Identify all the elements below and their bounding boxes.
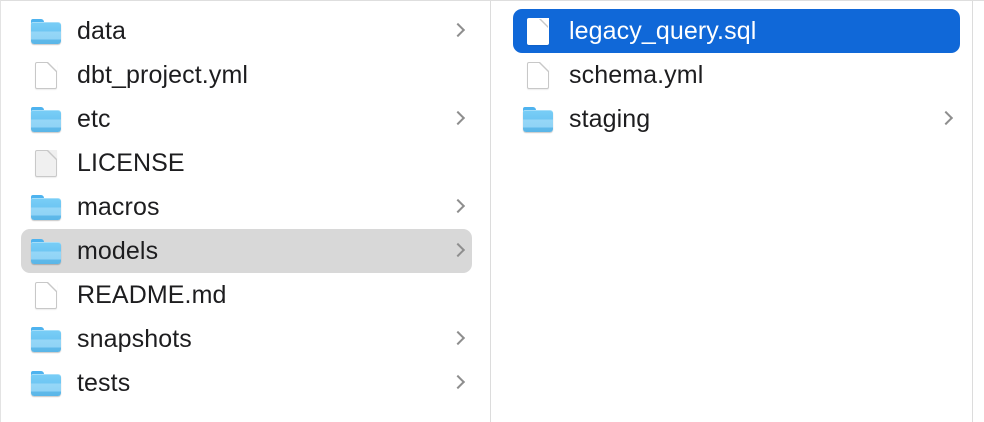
item-label: LICENSE [77, 149, 185, 177]
folder-tab [31, 194, 44, 200]
folder-row[interactable]: snapshots [21, 317, 472, 361]
file-row[interactable]: LICENSE [21, 141, 472, 185]
file-row[interactable]: legacy_query.sql [513, 9, 960, 53]
folder-body [31, 373, 61, 396]
folder-body [31, 197, 61, 220]
folder-icon [31, 194, 61, 221]
folder-tab [31, 106, 44, 112]
finder-column-child: legacy_query.sql schema.yml staging [492, 1, 973, 422]
document-icon [523, 61, 553, 89]
chevron-placeholder [452, 65, 464, 85]
chevron-right-icon[interactable] [452, 21, 464, 41]
folder-body [31, 329, 61, 352]
folder-icon [31, 370, 61, 397]
item-label: dbt_project.yml [77, 61, 249, 89]
document-fold [48, 61, 57, 71]
document-fold [540, 17, 549, 27]
folder-row[interactable]: etc [21, 97, 472, 141]
folder-tab [523, 106, 536, 112]
item-label: models [77, 237, 159, 265]
document-icon [31, 61, 61, 89]
folder-icon [31, 106, 61, 133]
chevron-right-icon[interactable] [452, 241, 464, 261]
item-label: staging [569, 105, 651, 133]
folder-tab [31, 18, 44, 24]
folder-row[interactable]: staging [513, 97, 960, 141]
folder-body [31, 241, 61, 264]
document-icon [523, 17, 553, 45]
folder-body [523, 109, 553, 132]
document-fold [48, 281, 57, 291]
item-label: README.md [77, 281, 227, 309]
item-label: macros [77, 193, 160, 221]
folder-row[interactable]: tests [21, 361, 472, 405]
file-row[interactable]: dbt_project.yml [21, 53, 472, 97]
folder-body [31, 21, 61, 44]
folder-row[interactable]: models [21, 229, 472, 273]
chevron-right-icon[interactable] [452, 197, 464, 217]
chevron-right-icon[interactable] [452, 109, 464, 129]
folder-tab [31, 238, 44, 244]
folder-icon [31, 238, 61, 265]
item-label: etc [77, 105, 111, 133]
folder-icon [31, 326, 61, 353]
document-fold [48, 149, 57, 159]
file-list-child: legacy_query.sql schema.yml staging [492, 1, 972, 141]
document-icon [31, 149, 61, 177]
item-label: schema.yml [569, 61, 704, 89]
folder-tab [31, 370, 44, 376]
chevron-right-icon[interactable] [452, 373, 464, 393]
document-icon [31, 281, 61, 309]
file-row[interactable]: README.md [21, 273, 472, 317]
chevron-placeholder [940, 21, 952, 41]
chevron-right-icon[interactable] [452, 329, 464, 349]
folder-icon [523, 106, 553, 133]
item-label: tests [77, 369, 131, 397]
folder-tab [31, 326, 44, 332]
chevron-placeholder [452, 153, 464, 173]
chevron-placeholder [452, 285, 464, 305]
document-fold [540, 61, 549, 71]
item-label: data [77, 17, 127, 45]
chevron-right-icon[interactable] [940, 109, 952, 129]
folder-body [31, 109, 61, 132]
folder-row[interactable]: macros [21, 185, 472, 229]
folder-row[interactable]: data [21, 9, 472, 53]
item-label: snapshots [77, 325, 192, 353]
item-label: legacy_query.sql [569, 17, 757, 45]
folder-icon [31, 18, 61, 45]
file-row[interactable]: schema.yml [513, 53, 960, 97]
chevron-placeholder [940, 65, 952, 85]
